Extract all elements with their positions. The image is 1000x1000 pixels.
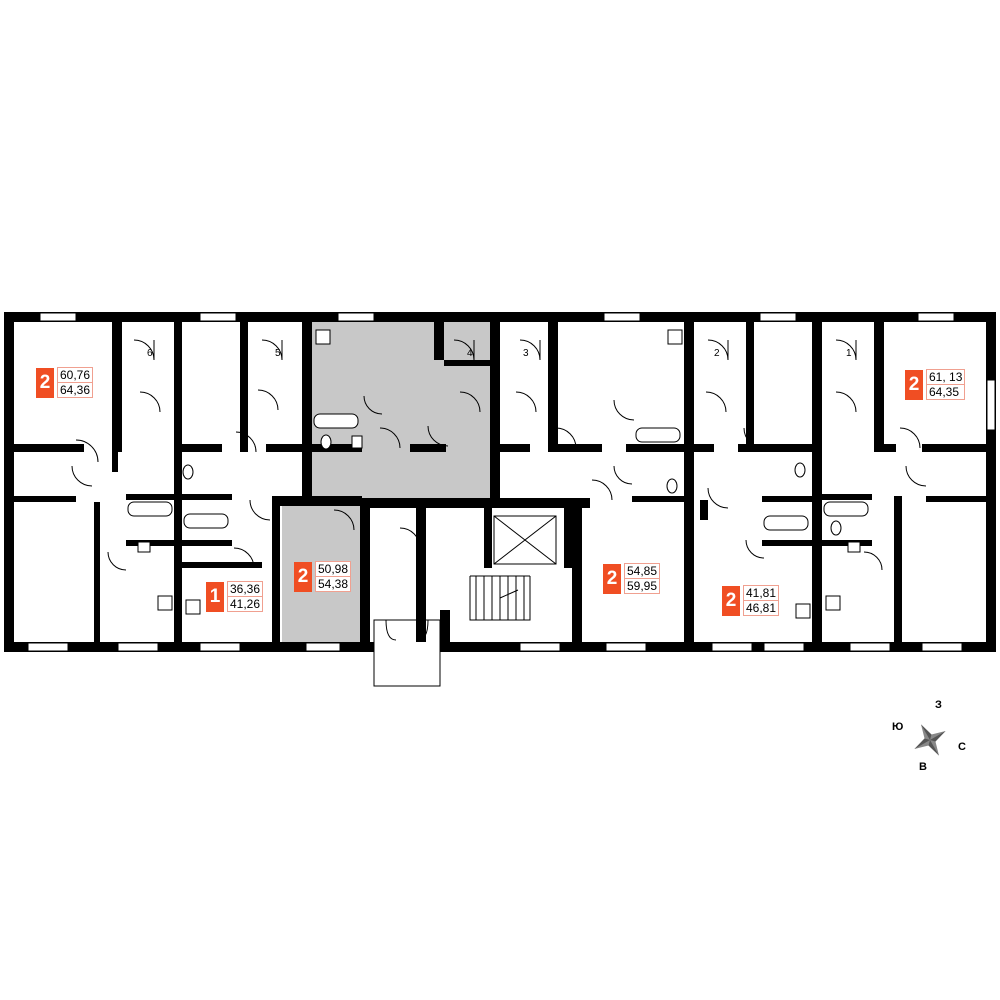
total-area: 50,98: [315, 561, 352, 577]
unit-number-6: 6: [147, 348, 153, 359]
selected-apartment-highlight: [282, 322, 494, 642]
elevator-shaft: [493, 515, 557, 565]
total-area: 54,85: [624, 563, 661, 579]
unit-number-4: 4: [467, 348, 473, 359]
apartment-label-1[interactable]: 2 61, 13 64,35: [905, 369, 966, 400]
unit-entry-doors: [133, 339, 857, 361]
area-with-balcony: 54,38: [315, 577, 352, 592]
area-with-balcony: 59,95: [624, 579, 661, 594]
staircase: [469, 575, 531, 621]
total-area: 60,76: [57, 367, 94, 383]
compass-rose-icon: [914, 724, 946, 756]
total-area: 41,81: [743, 585, 780, 601]
apartment-label-3[interactable]: 2 54,85 59,95: [603, 563, 661, 594]
area-with-balcony: 46,81: [743, 601, 780, 616]
total-area: 36,36: [227, 581, 264, 597]
room-count-badge: 2: [722, 585, 740, 616]
compass-north-label: З: [935, 699, 942, 711]
total-area: 61, 13: [926, 369, 966, 385]
room-count-badge: 2: [294, 561, 312, 592]
room-count-badge: 2: [36, 367, 54, 398]
unit-number-5: 5: [275, 348, 281, 359]
room-count-badge: 2: [603, 563, 621, 594]
apartment-label-6[interactable]: 2 60,76 64,36: [36, 367, 94, 398]
area-with-balcony: 41,26: [227, 597, 264, 612]
apartment-label-5[interactable]: 1 36,36 41,26: [206, 581, 264, 612]
compass-south-label: В: [919, 761, 927, 773]
compass-east-label: С: [958, 741, 966, 753]
entrance-vestibule: [373, 619, 441, 687]
room-count-badge: 2: [905, 369, 923, 400]
unit-number-3: 3: [523, 348, 529, 359]
interior-walls: [14, 312, 986, 650]
bathroom-fixtures: [127, 413, 869, 553]
unit-number-1: 1: [846, 348, 852, 359]
kitchen-stoves: [157, 329, 841, 619]
room-count-badge: 1: [206, 581, 224, 612]
apartment-label-2[interactable]: 2 41,81 46,81: [722, 585, 780, 616]
compass-west-label: Ю: [892, 721, 904, 733]
unit-number-2: 2: [714, 348, 720, 359]
apartment-label-4[interactable]: 2 50,98 54,38: [294, 561, 352, 592]
doors: [71, 389, 927, 571]
area-with-balcony: 64,36: [57, 383, 94, 398]
windows: [27, 312, 996, 652]
area-with-balcony: 64,35: [926, 385, 966, 400]
